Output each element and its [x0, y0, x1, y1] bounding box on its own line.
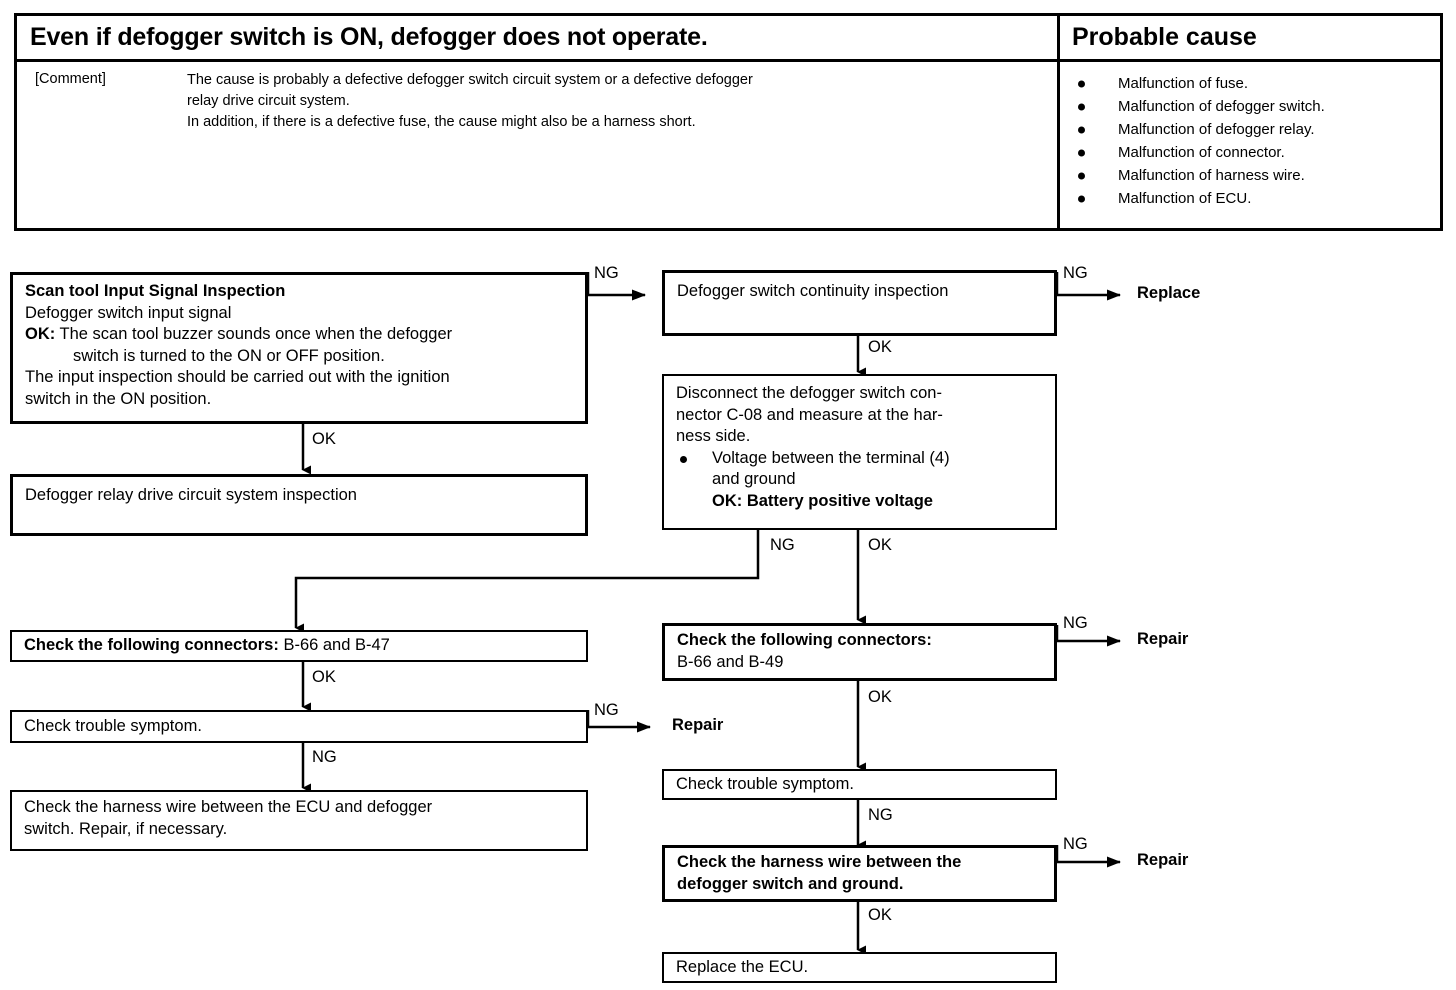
node-line: Defogger switch continuity inspection	[677, 282, 949, 300]
node-line: ness side.	[676, 427, 751, 445]
node-title: Scan tool Input Signal Inspection	[25, 282, 286, 300]
node-line: switch. Repair, if necessary.	[24, 819, 228, 838]
cause-text: Malfunction of harness wire.	[1118, 167, 1305, 184]
node-line: Check trouble symptom.	[676, 775, 854, 793]
connector-ids: B-66 and B-47	[278, 636, 390, 654]
bullet-icon	[1078, 172, 1085, 179]
comment-line: In addition, if there is a defective fus…	[187, 114, 696, 130]
connector-ids: B-66 and B-49	[677, 652, 784, 671]
probable-cause-title: Probable cause	[1072, 23, 1257, 51]
node-check-trouble-symptom-right: Check trouble symptom.	[662, 769, 1057, 800]
node-line: switch in the ON position.	[25, 389, 212, 408]
measurement-list: Voltage between the terminal (4)	[676, 448, 1045, 470]
edge-label-scan-ok: OK	[312, 430, 336, 448]
cause-text: Malfunction of ECU.	[1118, 190, 1252, 207]
comment-line: The cause is probably a defective defogg…	[187, 72, 753, 88]
node-replace-ecu: Replace the ECU.	[662, 952, 1057, 983]
edge-label-trouble-right-ng: NG	[868, 806, 893, 824]
cause-text: Malfunction of fuse.	[1118, 75, 1249, 92]
bullet-icon	[1078, 126, 1085, 133]
edge-label-connectors-right-ng: NG	[1063, 614, 1088, 632]
edge-label-connectors-right-ok: OK	[868, 688, 892, 706]
list-item: Malfunction of fuse.	[1072, 72, 1442, 95]
ok-prefix: OK:	[712, 491, 743, 510]
node-connectors-b66-b49: Check the following connectors: B-66 and…	[662, 623, 1057, 681]
terminal-repair-right-top: Repair	[1137, 630, 1189, 648]
edge-label-disconnect-ok: OK	[868, 536, 892, 554]
bullet-text: Voltage between the terminal (4)	[712, 448, 950, 467]
bullet-icon	[1078, 195, 1085, 202]
edge-label-continuity-ng: NG	[1063, 264, 1088, 282]
node-line: nector C-08 and measure at the har-	[676, 405, 943, 424]
table-header-row	[17, 16, 1440, 62]
edge-label-harness-ground-ok: OK	[868, 906, 892, 924]
node-harness-switch-ground: Check the harness wire between the defog…	[662, 845, 1057, 902]
bullet-icon	[1078, 103, 1085, 110]
node-line: switch is turned to the ON or OFF positi…	[73, 346, 385, 365]
terminal-repair-left: Repair	[672, 716, 724, 734]
node-line: defogger switch and ground.	[677, 874, 904, 893]
ok-text: The scan tool buzzer sounds once when th…	[55, 325, 453, 343]
ok-prefix: OK:	[25, 325, 56, 343]
cause-text: Malfunction of connector.	[1118, 144, 1285, 161]
node-harness-ecu-defogger: Check the harness wire between the ECU a…	[10, 790, 588, 851]
bullet-icon	[680, 455, 687, 463]
edge-label-scan-ng: NG	[594, 264, 619, 282]
list-item: Voltage between the terminal (4)	[676, 448, 1045, 470]
cause-text: Malfunction of defogger relay.	[1118, 121, 1315, 138]
node-line: Defogger relay drive circuit system insp…	[25, 486, 357, 504]
list-item: Malfunction of defogger relay.	[1072, 118, 1442, 141]
edge-label-disconnect-ng: NG	[770, 536, 795, 554]
node-connectors-b66-b47: Check the following connectors: B-66 and…	[10, 630, 588, 662]
connector-check-label: Check the following connectors:	[677, 631, 932, 649]
symptom-table: Even if defogger switch is ON, defogger …	[14, 13, 1443, 231]
node-line: OK: Battery positive voltage	[676, 491, 1045, 513]
node-relay-drive-inspection: Defogger relay drive circuit system insp…	[10, 474, 588, 536]
node-line: Check the harness wire between the	[677, 853, 962, 871]
bullet-icon	[1078, 80, 1085, 87]
edge-label-trouble-left-ng: NG	[594, 701, 619, 719]
edge-label-continuity-ok: OK	[868, 338, 892, 356]
node-line: The input inspection should be carried o…	[25, 368, 450, 386]
symptom-title: Even if defogger switch is ON, defogger …	[30, 23, 708, 51]
list-item: Malfunction of ECU.	[1072, 187, 1442, 210]
edge-label-trouble-left-ng-down: NG	[312, 748, 337, 766]
node-line: Defogger switch input signal	[25, 303, 232, 322]
node-disconnect-connector: Disconnect the defogger switch con- nect…	[662, 374, 1057, 530]
comment-body: The cause is probably a defective defogg…	[187, 70, 1037, 133]
table-column-divider	[1057, 16, 1060, 228]
node-line: Check the harness wire between the ECU a…	[24, 798, 433, 816]
node-check-trouble-symptom-left: Check trouble symptom.	[10, 710, 588, 743]
list-item: Malfunction of defogger switch.	[1072, 95, 1442, 118]
bullet-icon	[1078, 149, 1085, 156]
comment-label: [Comment]	[35, 71, 106, 87]
connector-check-label: Check the following connectors:	[24, 636, 279, 654]
list-item: Malfunction of connector.	[1072, 141, 1442, 164]
node-scan-tool-inspection: Scan tool Input Signal Inspection Defogg…	[10, 272, 588, 424]
node-continuity-inspection: Defogger switch continuity inspection	[662, 270, 1057, 336]
cause-text: Malfunction of defogger switch.	[1118, 98, 1325, 115]
node-line: Disconnect the defogger switch con-	[676, 384, 942, 402]
edge-label-connectors-left-ok: OK	[312, 668, 336, 686]
node-line: Check trouble symptom.	[24, 717, 202, 735]
node-line: and ground	[712, 470, 796, 488]
node-line: Check the following connectors: B-66 and…	[24, 635, 576, 657]
terminal-repair-right-bottom: Repair	[1137, 851, 1189, 869]
terminal-replace: Replace	[1137, 284, 1201, 302]
ok-text: Battery positive voltage	[742, 491, 933, 510]
edge-label-harness-ground-ng: NG	[1063, 835, 1088, 853]
comment-line: relay drive circuit system.	[187, 93, 350, 109]
node-line: OK: The scan tool buzzer sounds once whe…	[25, 324, 575, 346]
list-item: Malfunction of harness wire.	[1072, 164, 1442, 187]
probable-cause-list: Malfunction of fuse. Malfunction of defo…	[1072, 72, 1442, 210]
node-line: Replace the ECU.	[676, 958, 809, 976]
